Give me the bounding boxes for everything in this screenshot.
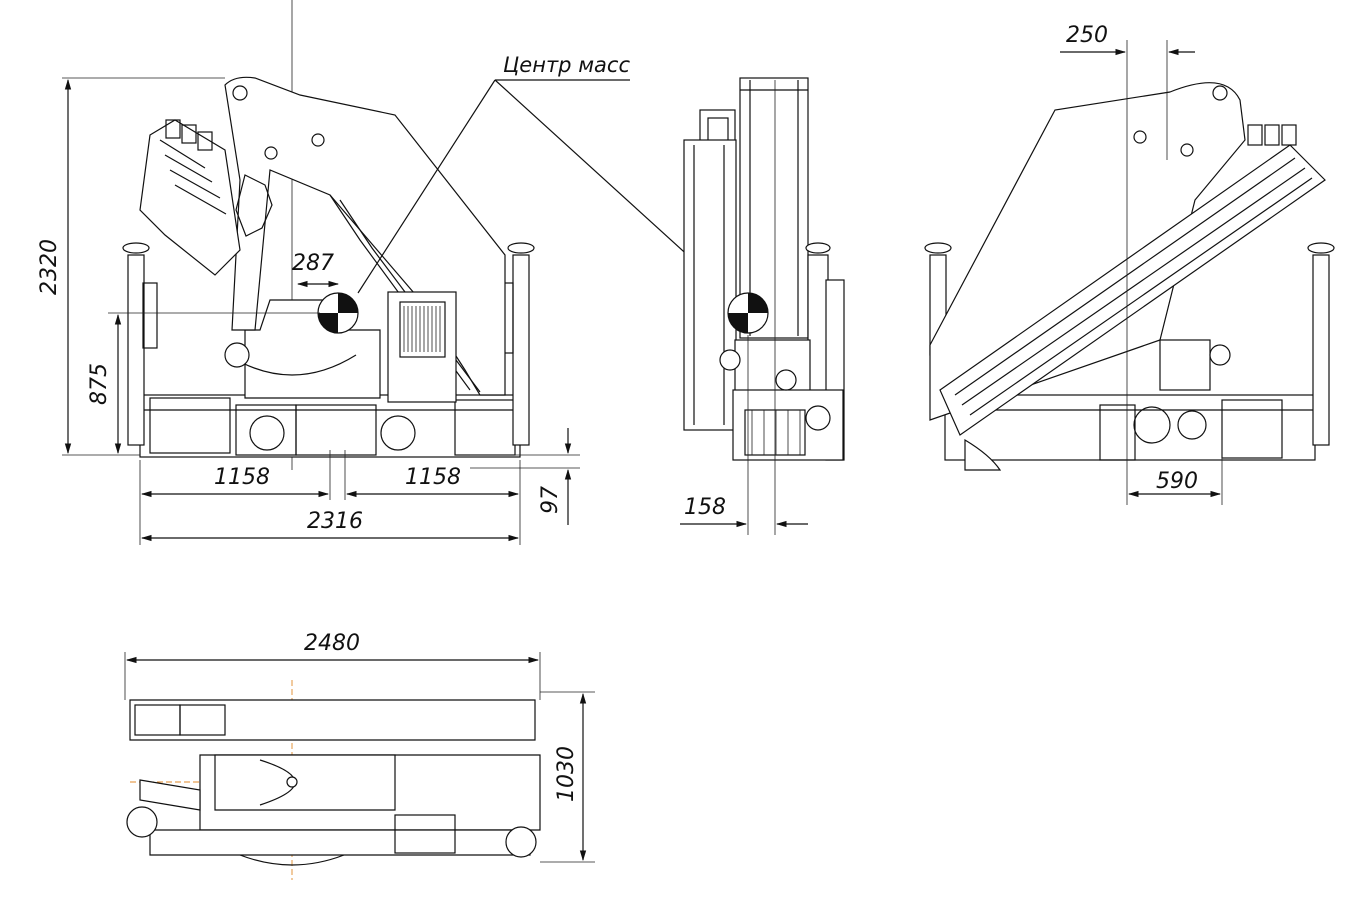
dim-875: 875 xyxy=(87,363,112,405)
dim-2480: 2480 xyxy=(304,631,360,656)
center-of-mass-label: Центр масс xyxy=(503,53,630,77)
side-view: 2320 875 287 1158 1158 2316 97 xyxy=(37,0,580,545)
center-of-mass-symbol-side xyxy=(317,292,359,334)
top-view: 2480 1030 xyxy=(124,631,595,880)
dim-158: 158 xyxy=(684,495,726,520)
front-view: 158 xyxy=(680,77,845,535)
dim-1158-right: 1158 xyxy=(405,465,461,490)
dim-250: 250 xyxy=(1066,23,1108,48)
center-of-mass-symbol-front xyxy=(727,292,769,334)
dim-1030: 1030 xyxy=(554,746,579,802)
rear-view: 250 590 xyxy=(924,23,1335,505)
dim-2320: 2320 xyxy=(37,239,62,295)
dim-287: 287 xyxy=(292,251,334,276)
dim-2316: 2316 xyxy=(307,509,363,534)
dim-590: 590 xyxy=(1156,469,1198,494)
dim-97: 97 xyxy=(538,486,563,514)
dim-1158-left: 1158 xyxy=(214,465,270,490)
